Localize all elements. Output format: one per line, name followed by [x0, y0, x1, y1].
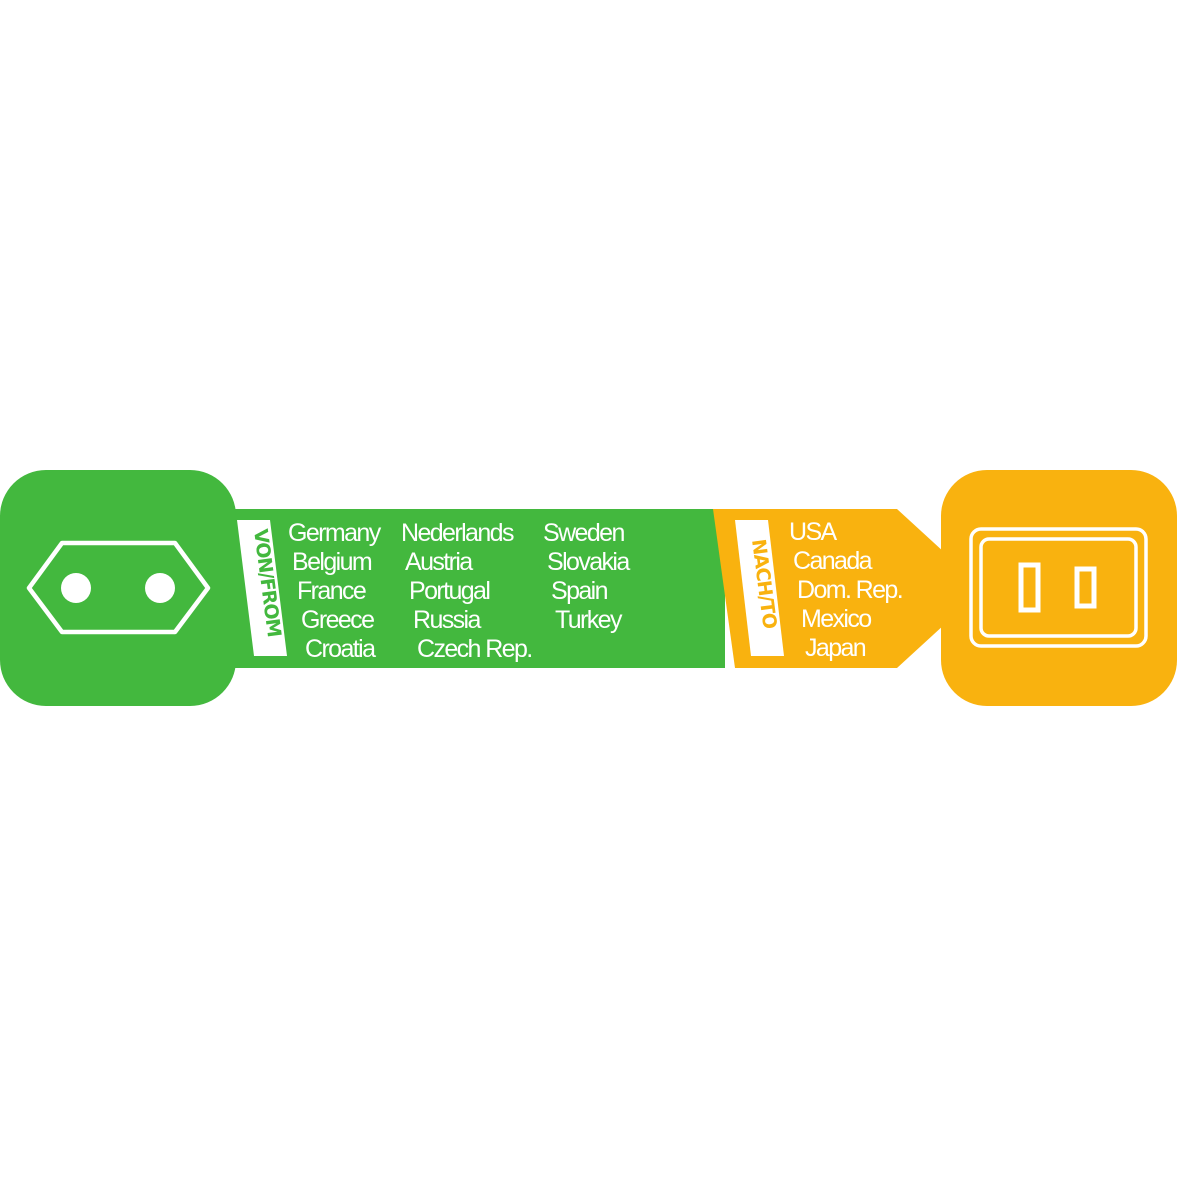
country: Czech Rep.: [417, 635, 532, 663]
country: France: [297, 577, 366, 605]
country: Canada: [793, 547, 873, 575]
country: Mexico: [801, 605, 871, 633]
country: Belgium: [292, 548, 372, 576]
from-plug-box: [0, 470, 236, 706]
country: Greece: [301, 606, 374, 634]
country: Dom. Rep.: [797, 576, 902, 604]
to-label-tag: NACH/TO: [735, 520, 784, 656]
country: Nederlands: [401, 519, 514, 547]
country: Slovakia: [547, 548, 630, 576]
from-countries-column-2: Nederlands Austria Portugal Russia Czech…: [401, 519, 533, 663]
country: Spain: [551, 577, 608, 605]
to-socket-box: [941, 470, 1177, 706]
country: Turkey: [555, 606, 623, 634]
from-countries-column-1: Germany Belgium France Greece Croatia: [288, 519, 383, 663]
to-countries: USA Canada Dom. Rep. Mexico Japan: [789, 518, 904, 662]
country: Croatia: [305, 635, 376, 663]
country: Germany: [288, 519, 382, 547]
country: USA: [789, 518, 838, 546]
from-countries-column-3: Sweden Slovakia Spain Turkey: [543, 519, 632, 634]
from-band: [225, 509, 725, 668]
type-a-socket-icon: [969, 527, 1148, 648]
country: Portugal: [409, 577, 489, 605]
country: Sweden: [543, 519, 624, 547]
country: Austria: [405, 548, 473, 576]
country: Russia: [413, 606, 482, 634]
europlug-icon: [26, 540, 211, 635]
country: Japan: [805, 634, 866, 662]
